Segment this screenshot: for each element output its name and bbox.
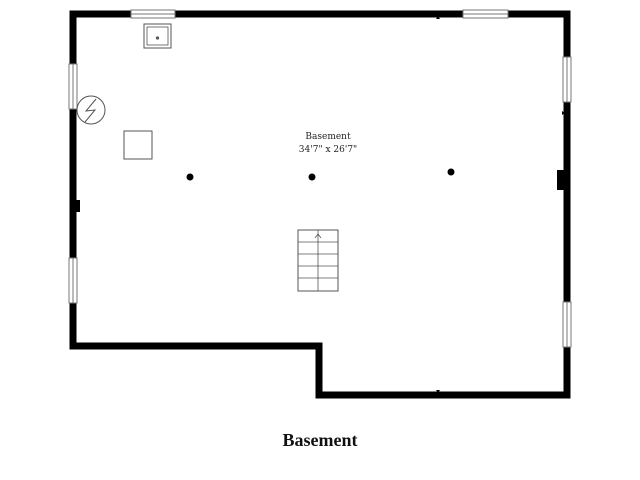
utility-box: [123, 130, 153, 160]
marker-icon: [562, 111, 565, 115]
water-heater-icon: [76, 95, 106, 125]
window-icon: [68, 63, 78, 110]
floor-caption: Basement: [282, 430, 358, 450]
room-dimensions: 34'7" x 26'7": [298, 145, 358, 155]
sink-icon: [143, 23, 172, 49]
marker-icon: [436, 390, 440, 393]
room-name: Basement: [305, 132, 351, 142]
window-icon: [130, 9, 176, 19]
support-column-icon: [447, 168, 455, 176]
window-icon: [68, 257, 78, 304]
stairs-icon: [297, 229, 339, 292]
marker-icon: [436, 16, 440, 19]
window-icon: [462, 9, 509, 19]
support-column-icon: [186, 173, 194, 181]
exterior-walls: [69, 10, 571, 399]
support-column-icon: [308, 173, 316, 181]
window-icon: [562, 56, 572, 103]
wall-panel-icon: [557, 170, 564, 190]
window-icon: [562, 301, 572, 348]
wall-vent-icon: [76, 200, 80, 212]
